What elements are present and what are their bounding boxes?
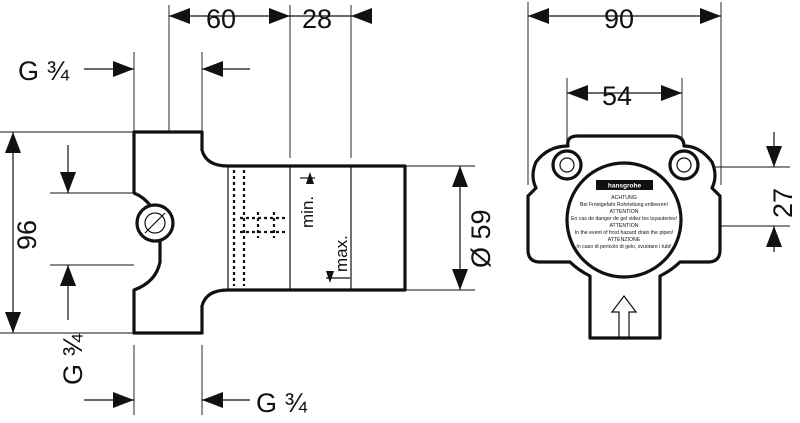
thread-top-label: G ¾ <box>18 56 70 86</box>
brand-logo-text: hansgrohe <box>608 183 642 190</box>
arrow-icon <box>113 61 134 77</box>
min-label: min. <box>298 196 317 228</box>
arrow-icon <box>202 392 223 408</box>
warning-line: ATTENTION <box>609 223 638 229</box>
side-view: 60 28 G ¾ 96 G ¾ G ¾ <box>0 4 496 418</box>
valve-body-side <box>132 130 407 335</box>
arrow-icon <box>661 85 682 101</box>
warning-line: ATTENTION <box>609 209 638 215</box>
thread-bottom-label: G ¾ <box>256 388 308 418</box>
dimension-60-label: 60 <box>206 4 236 34</box>
arrow-icon <box>169 8 190 24</box>
port-right-inner <box>676 157 692 173</box>
thread-left-label: G ¾ <box>58 333 88 385</box>
front-view: 90 54 27 hansgrohe ACHTUNG Bei Frostgefa… <box>526 2 798 340</box>
max-label: max. <box>332 235 351 272</box>
warning-line: In caso di pericolo di gelo, svuotare i … <box>576 244 671 250</box>
dimension-90-label: 90 <box>604 4 634 34</box>
arrow-icon <box>766 146 782 167</box>
arrow-icon <box>700 8 721 24</box>
arrow-icon <box>452 166 468 187</box>
warning-line: En cas de danger de gel videz les tuyaut… <box>571 216 677 222</box>
warning-cap <box>565 161 683 279</box>
dimension-96-label: 96 <box>12 220 42 250</box>
warning-line: Bei Frostgefahr Rohrleitung entleeren! <box>580 202 668 208</box>
dimension-54-label: 54 <box>602 81 632 111</box>
arrow-icon <box>567 85 588 101</box>
arrow-icon <box>766 226 782 247</box>
spindle-inner-circle <box>144 212 166 234</box>
port-left <box>551 149 583 181</box>
arrow-icon <box>113 392 134 408</box>
dimension-28-label: 28 <box>302 4 332 34</box>
flow-arrow-icon <box>610 295 638 338</box>
arrow-icon <box>306 172 314 184</box>
arrow-icon <box>5 132 21 153</box>
arrow-icon <box>351 8 372 24</box>
brand-logo <box>596 180 653 190</box>
warning-line: ACHTUNG <box>611 195 637 201</box>
arrow-icon <box>60 172 76 193</box>
port-left-inner <box>559 157 575 173</box>
arrow-icon <box>528 8 549 24</box>
spindle-mark <box>144 212 166 234</box>
arrow-icon <box>202 61 223 77</box>
diameter-59-label: Ø 59 <box>466 209 496 268</box>
warning-line: In the event of frost hazard drain the p… <box>575 230 674 236</box>
arrow-icon <box>269 8 290 24</box>
warning-line: ATTENZIONE <box>608 237 641 243</box>
dimension-27-label: 27 <box>768 188 798 218</box>
arrow-icon <box>452 269 468 290</box>
arrow-icon <box>60 265 76 286</box>
arrow-icon <box>326 271 334 283</box>
port-right <box>668 149 700 181</box>
arrow-icon <box>5 312 21 333</box>
